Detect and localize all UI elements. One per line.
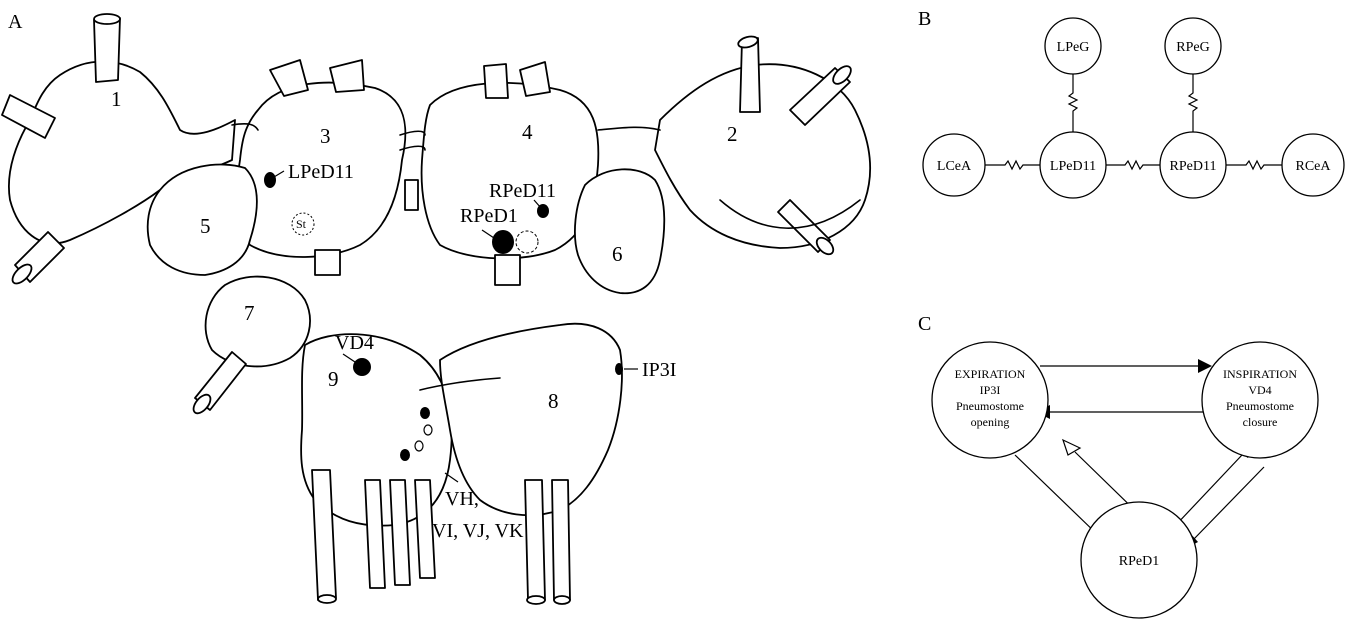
- nerve-2a: [740, 38, 760, 112]
- panel-b-label: B: [918, 8, 931, 30]
- ganglion-6-label: 6: [612, 242, 623, 266]
- vh-label-line2: VI, VJ, VK: [432, 520, 524, 542]
- rped11-label: RPeD11: [489, 180, 556, 202]
- nerve-3b: [330, 60, 364, 92]
- pedal-statocyst-nerve: [405, 180, 418, 210]
- nerve-4c: [495, 255, 520, 285]
- ganglion-1-label: 1: [111, 87, 122, 111]
- link-lpeg-lped11: [1069, 73, 1077, 138]
- lped11-label: LPeD11: [288, 161, 354, 183]
- link-rped11-rcea: [1226, 161, 1282, 169]
- expiration-line-3: Pneumostome: [956, 399, 1024, 413]
- neuron-rped1-partner: [516, 231, 538, 253]
- nerve-8b: [552, 480, 570, 600]
- expiration-line-1: EXPIRATION: [955, 367, 1026, 381]
- conn-rped1-to-insp: [1174, 455, 1242, 527]
- rpeg-text: RPeG: [1176, 40, 1209, 55]
- rped1-node-text: RPeD1: [1119, 554, 1159, 569]
- neuron-ip3i: [615, 363, 623, 375]
- ganglion-7-label: 7: [244, 301, 255, 325]
- nerve-1a-end: [94, 14, 120, 24]
- nerve-3c: [315, 250, 340, 275]
- nerve-8b-end: [554, 596, 570, 604]
- conn-exp-to-rped1: [1015, 455, 1100, 537]
- st-label: St: [296, 217, 307, 231]
- link-lcea-lped11: [985, 161, 1040, 169]
- nerve-2b-end: [830, 63, 854, 87]
- link-rpeg-rped11: [1189, 73, 1197, 138]
- panel-c-cpg: C EXPIRATION IP3I Pneumostome opening IN…: [918, 313, 1318, 618]
- vd4-label: VD4: [335, 332, 374, 354]
- nerve-4a: [484, 64, 508, 98]
- inspiration-line-1: INSPIRATION: [1223, 367, 1297, 381]
- nerve-8a-end: [527, 596, 545, 604]
- panel-a-drawing: A 1 2 3 4 5 6 7 8 9 LPeD11 RPeD11 RPeD1 …: [2, 11, 870, 604]
- ganglion-9-label: 9: [328, 367, 339, 391]
- nerve-9a-end: [318, 595, 336, 603]
- neuron-vd4: [353, 358, 371, 376]
- conn-insp-to-rped1: [1193, 467, 1264, 540]
- lped11-node-text: LPeD11: [1050, 159, 1096, 174]
- inspiration-line-4: closure: [1243, 415, 1278, 429]
- ganglion-2-label: 2: [727, 122, 738, 146]
- vh-label-line1: VH,: [445, 488, 479, 510]
- neuron-vh-4: [400, 449, 410, 461]
- ganglion-4: [422, 83, 599, 259]
- rped1-label: RPeD1: [460, 205, 518, 227]
- link-lped11-rped11: [1106, 161, 1160, 169]
- ganglion-6: [575, 169, 664, 293]
- nerve-4b: [520, 62, 550, 96]
- expiration-line-4: opening: [971, 415, 1010, 429]
- nerve-8a: [525, 480, 545, 600]
- ganglion-7: [206, 277, 310, 367]
- inspiration-line-3: Pneumostome: [1226, 399, 1294, 413]
- neuron-rped1: [492, 230, 514, 254]
- neuron-lped11: [264, 172, 276, 188]
- lpeg-text: LPeG: [1057, 40, 1090, 55]
- ganglion-5-label: 5: [200, 214, 211, 238]
- lcea-text: LCeA: [937, 159, 972, 174]
- rped11-node-text: RPeD11: [1170, 159, 1217, 174]
- ip3i-label: IP3I: [642, 359, 676, 381]
- rcea-text: RCeA: [1296, 159, 1332, 174]
- inspiration-line-2: VD4: [1248, 383, 1271, 397]
- nerve-3a: [270, 60, 308, 96]
- conn-rped1-to-exp-terminal: [1063, 440, 1080, 455]
- ganglion-4-label: 4: [522, 120, 533, 144]
- panel-a-label: A: [8, 11, 23, 33]
- expiration-line-2: IP3I: [980, 383, 1001, 397]
- cerebral-connective-right: [598, 127, 660, 130]
- panel-b-coupling: B LPeG RPeG LCeA LPeD11 RPeD11 RCeA: [918, 8, 1344, 198]
- ganglion-8-label: 8: [548, 389, 559, 413]
- nerve-1a: [94, 18, 120, 82]
- ganglion-3-label: 3: [320, 124, 331, 148]
- panel-c-label: C: [918, 313, 931, 335]
- neuron-vh-1: [420, 407, 430, 419]
